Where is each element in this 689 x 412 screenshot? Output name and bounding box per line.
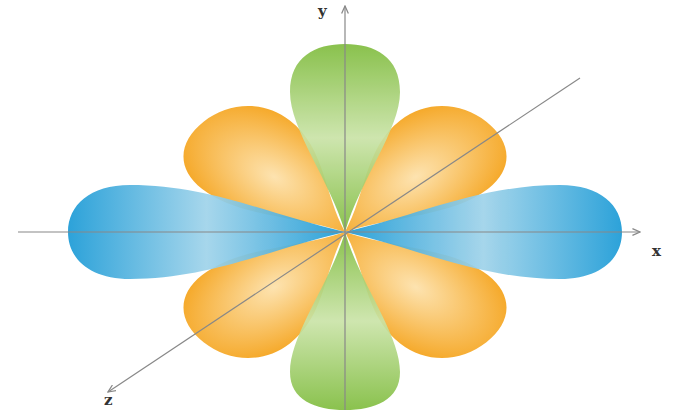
axis-label: y xyxy=(318,4,327,19)
axis-label: x xyxy=(652,244,661,259)
axis-label: z xyxy=(104,393,113,408)
axes xyxy=(18,6,640,410)
